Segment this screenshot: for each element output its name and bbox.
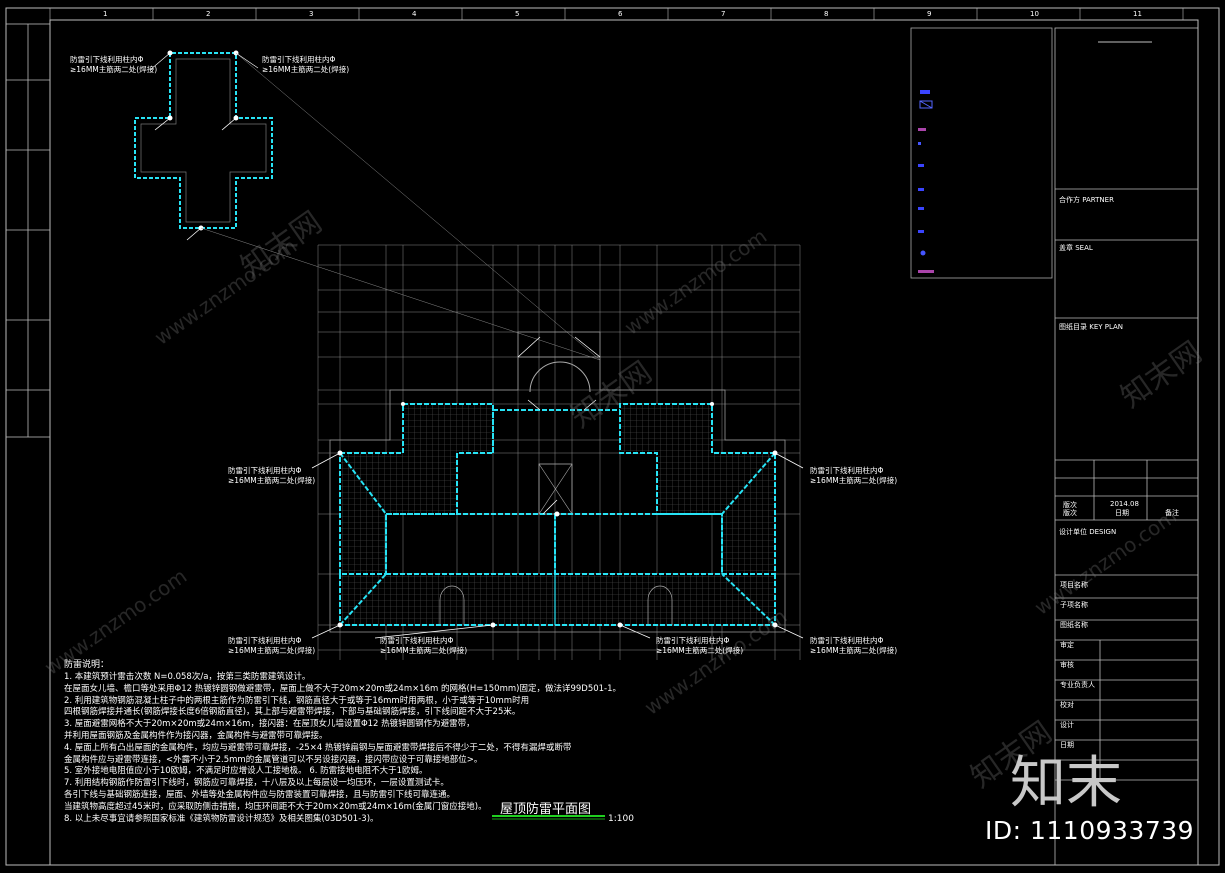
callout-mid-right: 防雷引下线利用柱内Φ≥16MM主筋两二处(焊接) bbox=[810, 466, 898, 485]
tb-row-label: 专业负责人 bbox=[1060, 681, 1095, 689]
callout-inset-right: 防雷引下线利用柱内Φ≥16MM主筋两二处(焊接) bbox=[262, 55, 350, 74]
tb-row-label: 校对 bbox=[1060, 701, 1074, 709]
callout-bottom-center-left: 防雷引下线利用柱内Φ≥16MM主筋两二处(焊接) bbox=[380, 636, 468, 655]
note-line: 1. 本建筑预计雷击次数 N=0.058次/a，按第三类防雷建筑设计。 bbox=[64, 672, 311, 682]
callout-bottom-center-right: 防雷引下线利用柱内Φ≥16MM主筋两二处(焊接) bbox=[656, 636, 744, 655]
legend-box bbox=[910, 27, 1053, 279]
tb-design-unit: 设计单位 DESIGN bbox=[1059, 528, 1117, 536]
frame-number: 8 bbox=[824, 10, 829, 18]
note-line: 8. 以上未尽事宜请参照国家标准《建筑物防雷设计规范》及相关图集(03D501-… bbox=[64, 813, 379, 824]
frame-number: 9 bbox=[927, 10, 932, 18]
frame-number: 2 bbox=[206, 10, 211, 18]
tb-version-label: 版次 bbox=[1063, 501, 1077, 509]
tb-seal-label: 盖章 SEAL bbox=[1059, 244, 1093, 252]
note-line: 4. 屋面上所有凸出屋面的金属构件，均应与避雷带可靠焊接，-25×4 热镀锌扁钢… bbox=[64, 742, 572, 753]
tb-date: 2014.08 bbox=[1110, 500, 1139, 508]
frame-number: 7 bbox=[721, 10, 726, 18]
callout-bottom-left: 防雷引下线利用柱内Φ≥16MM主筋两二处(焊接) bbox=[228, 636, 316, 655]
watermark-id: ID: 1110933739 bbox=[985, 816, 1195, 845]
tb-row-label: 项目名称 bbox=[1060, 581, 1088, 589]
binding-strip bbox=[5, 23, 51, 438]
tb-row-label: 日期 bbox=[1060, 741, 1074, 749]
tb-row-label: 审核 bbox=[1060, 661, 1074, 669]
frame-number: 1 bbox=[103, 10, 108, 18]
note-line: 金属构件应与避雷带连接，<外露不小于2.5mm的金属管道可以不另设接闪器，接闪带… bbox=[64, 754, 483, 765]
callout-mid-left: 防雷引下线利用柱内Φ≥16MM主筋两二处(焊接) bbox=[228, 466, 316, 485]
inset-roof-plan bbox=[134, 50, 601, 361]
tb-col-rev: 版次 bbox=[1063, 509, 1077, 517]
note-line: 5. 室外接地电阻值应小于10欧姆，不满足时应增设人工接地极。 6. 防雷接地电… bbox=[64, 766, 428, 777]
frame-number: 11 bbox=[1133, 10, 1142, 18]
tb-keyplan-label: 图纸目录 KEY PLAN bbox=[1059, 323, 1124, 331]
note-line: 四根钢筋焊接并通长(钢筋焊接长度6倍钢筋直径)，其上部与避雷带焊接，下部与基础钢… bbox=[64, 707, 521, 718]
note-line: 当建筑物高度超过45米时，应采取防侧击措施，均压环间距不大于20m×20m或24… bbox=[64, 801, 487, 812]
note-line: 并利用屋面钢筋及金属构件作为接闪器，金属构件与避雷带可靠焊接。 bbox=[64, 731, 328, 741]
tb-partner-label: 合作方 PARTNER bbox=[1059, 196, 1114, 204]
tb-row-label: 审定 bbox=[1060, 641, 1074, 649]
note-line: 3. 屋面避雷网格不大于20m×20m或24m×16m，接闪器：在屋顶女儿墙设置… bbox=[64, 719, 475, 730]
tb-row-label: 图纸名称 bbox=[1060, 621, 1088, 629]
title-block bbox=[1054, 27, 1199, 866]
tb-col-note: 备注 bbox=[1165, 509, 1179, 517]
frame-ticks bbox=[49, 8, 1184, 20]
drawing-scale: 1:100 bbox=[608, 814, 634, 824]
note-line: 7. 利用结构钢筋作防雷引下线时，钢筋应可靠焊接，十八层及以上每层设一均压环，一… bbox=[64, 778, 449, 789]
tb-row-label: 子项名称 bbox=[1060, 601, 1088, 609]
frame-number: 6 bbox=[618, 10, 623, 18]
drawing-title: 屋顶防雷平面图 bbox=[500, 802, 592, 817]
note-line: 2. 利用建筑物钢筋混凝土柱子中的两根主筋作为防雷引下线，钢筋直径大于或等于16… bbox=[64, 695, 530, 706]
note-line: 各引下线与基础钢筋连接，屋面、外墙等处金属构件应与防雷装置可靠焊接，且与防雷引下… bbox=[64, 790, 456, 800]
notes-heading: 防雷说明： bbox=[64, 660, 110, 670]
frame-number: 5 bbox=[515, 10, 520, 18]
tb-row-label: 设计 bbox=[1060, 721, 1074, 729]
main-roof-plan bbox=[311, 331, 804, 639]
note-line: 在屋面女儿墙、檐口等处采用Φ12 热镀锌圆钢做避雷带，屋面上做不大于20m×20… bbox=[64, 683, 622, 694]
frame-number: 4 bbox=[412, 10, 417, 18]
callout-bottom-right: 防雷引下线利用柱内Φ≥16MM主筋两二处(焊接) bbox=[810, 636, 898, 655]
frame-number: 10 bbox=[1030, 10, 1039, 18]
frame-number: 3 bbox=[309, 10, 314, 18]
callout-inset-left: 防雷引下线利用柱内Φ≥16MM主筋两二处(焊接) bbox=[70, 55, 158, 74]
watermark-logo: 知末 bbox=[1010, 751, 1122, 816]
tb-col-date: 日期 bbox=[1115, 509, 1129, 517]
